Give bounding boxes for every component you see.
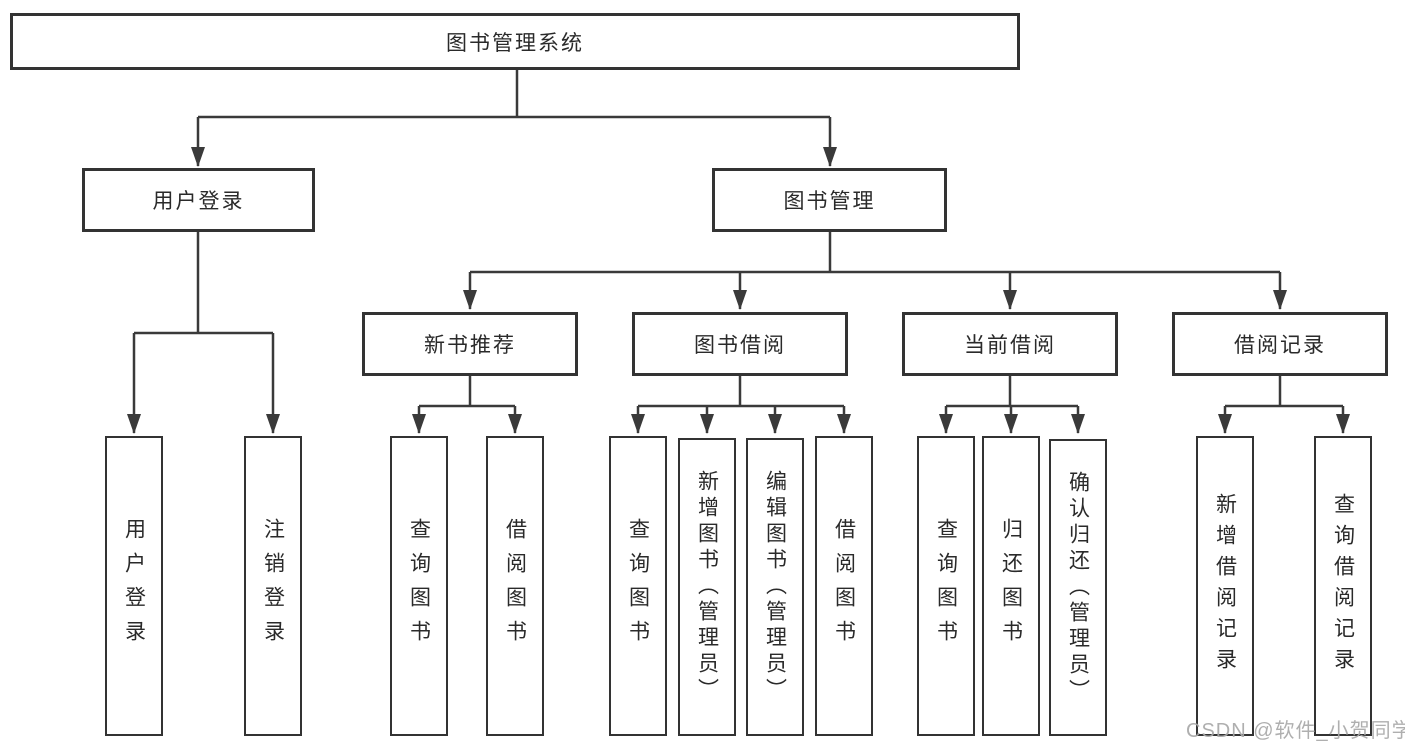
csdn-watermark: CSDN @软件_小贺同学	[1186, 720, 1405, 742]
leaf-borrow-book-1: 借阅图书	[486, 436, 544, 736]
leaf-confirm-return-admin: 确认归还（管理员）	[1049, 439, 1107, 736]
node-new-book-recommend: 新书推荐	[362, 312, 578, 376]
leaf-add-book-admin-label: 新增图书（管理员）	[695, 470, 719, 704]
connector-root-to-level2	[198, 70, 830, 119]
node-user-login: 用户登录	[82, 168, 315, 232]
leaf-borrow-book-1-label: 借阅图书	[503, 518, 527, 654]
leaf-query-book-2: 查询图书	[609, 436, 667, 736]
leaf-borrow-book-2-label: 借阅图书	[832, 518, 856, 654]
leaf-query-borrow-record-label: 查询借阅记录	[1331, 493, 1355, 679]
leaf-query-book-1-label: 查询图书	[407, 518, 431, 654]
leaf-query-borrow-record: 查询借阅记录	[1314, 436, 1372, 736]
leaf-edit-book-admin: 编辑图书（管理员）	[746, 438, 804, 736]
leaf-query-book-3-label: 查询图书	[934, 518, 958, 654]
leaf-user-login: 用户登录	[105, 436, 163, 736]
node-borrow-records: 借阅记录	[1172, 312, 1388, 376]
leaf-add-borrow-record-label: 新增借阅记录	[1213, 493, 1237, 679]
leaf-add-borrow-record: 新增借阅记录	[1196, 436, 1254, 736]
connector-bookmgmt-to-level3	[470, 232, 1280, 274]
node-book-management: 图书管理	[712, 168, 947, 232]
node-root-label: 图书管理系统	[446, 31, 584, 55]
leaf-borrow-book-2: 借阅图书	[815, 436, 873, 736]
leaf-query-book-1: 查询图书	[390, 436, 448, 736]
leaf-confirm-return-admin-label: 确认归还（管理员）	[1066, 470, 1090, 705]
node-user-login-label: 用户登录	[152, 190, 245, 213]
node-borrow-records-label: 借阅记录	[1234, 334, 1326, 357]
node-book-borrow-label: 图书借阅	[694, 334, 786, 357]
node-book-borrow: 图书借阅	[632, 312, 848, 376]
leaf-add-book-admin: 新增图书（管理员）	[678, 438, 736, 736]
connector-borrowrecords-to-children	[1225, 376, 1343, 408]
leaf-edit-book-admin-label: 编辑图书（管理员）	[763, 470, 787, 704]
leaf-return-book-label: 归还图书	[999, 518, 1023, 654]
connector-newbookrec-to-children	[419, 376, 515, 408]
leaf-query-book-3: 查询图书	[917, 436, 975, 736]
connector-bookborrow-to-children	[638, 376, 844, 408]
node-current-borrow: 当前借阅	[902, 312, 1118, 376]
leaf-return-book: 归还图书	[982, 436, 1040, 736]
node-book-management-label: 图书管理	[783, 190, 876, 213]
leaf-logout-label: 注销登录	[261, 518, 285, 654]
node-root-system: 图书管理系统	[10, 13, 1020, 70]
connector-currentborrow-to-children	[946, 376, 1078, 408]
node-new-book-recommend-label: 新书推荐	[424, 334, 516, 357]
leaf-logout: 注销登录	[244, 436, 302, 736]
leaf-query-book-2-label: 查询图书	[626, 518, 650, 654]
leaf-user-login-label: 用户登录	[122, 518, 146, 654]
node-current-borrow-label: 当前借阅	[964, 334, 1056, 357]
connector-userlogin-to-children	[134, 232, 273, 335]
